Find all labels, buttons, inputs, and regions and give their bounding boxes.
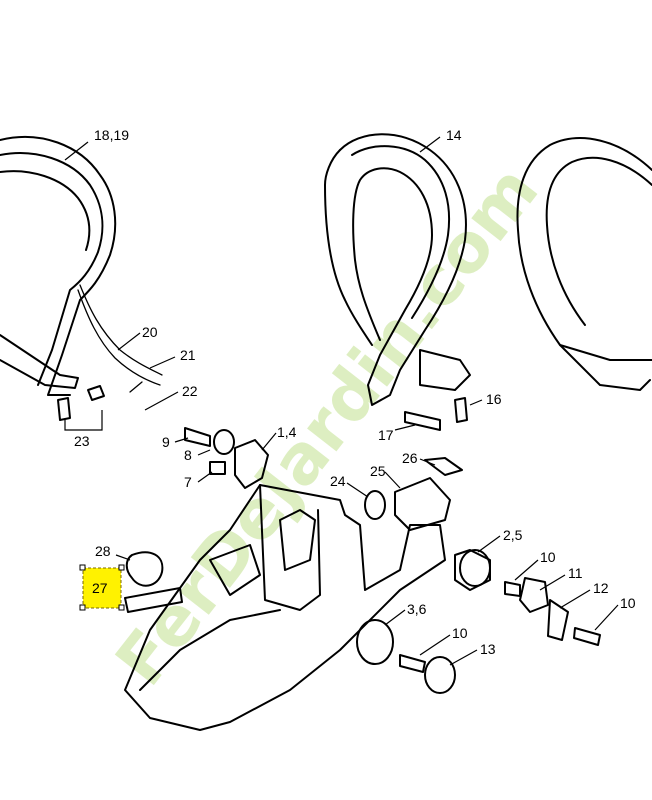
callout-26: 26: [402, 450, 418, 466]
callout-13: 13: [480, 641, 496, 657]
callout-16: 16: [486, 391, 502, 407]
callout-25: 25: [370, 463, 386, 479]
callout-12: 12: [593, 580, 609, 596]
callout-18-19: 18,19: [94, 127, 129, 143]
highlight-box: [82, 567, 122, 609]
callout-14: 14: [446, 127, 462, 143]
callout-8: 8: [184, 447, 192, 463]
highlight-label: 27: [92, 580, 108, 596]
handlebar-right: [516, 137, 652, 391]
small-parts: [125, 429, 569, 694]
housing: [124, 484, 446, 731]
callout-10-c: 10: [452, 625, 468, 641]
callout-10-b: 10: [620, 595, 636, 611]
callout-labels: 18,19 14 20 21 22 23 16 17 9 1,4 8 7 26 …: [74, 127, 636, 657]
callout-2-5: 2,5: [503, 527, 523, 543]
callout-20: 20: [142, 324, 158, 340]
callout-11: 11: [568, 565, 583, 581]
handlebar-center: [324, 133, 471, 406]
leader-lines: [64, 136, 619, 666]
callout-7: 7: [184, 474, 192, 490]
callout-9: 9: [162, 434, 170, 450]
wires: [77, 284, 163, 393]
callout-24: 24: [330, 473, 346, 489]
callout-1-4: 1,4: [277, 424, 297, 440]
callout-10-a: 10: [540, 549, 556, 565]
callout-17: 17: [378, 427, 394, 443]
callout-22: 22: [182, 383, 198, 399]
callout-28: 28: [95, 543, 111, 559]
handlebar-left: [0, 135, 117, 396]
callout-21: 21: [180, 347, 196, 363]
highlight-27[interactable]: 27: [79, 564, 125, 611]
callout-23: 23: [74, 433, 90, 449]
callout-3-6: 3,6: [407, 601, 427, 617]
